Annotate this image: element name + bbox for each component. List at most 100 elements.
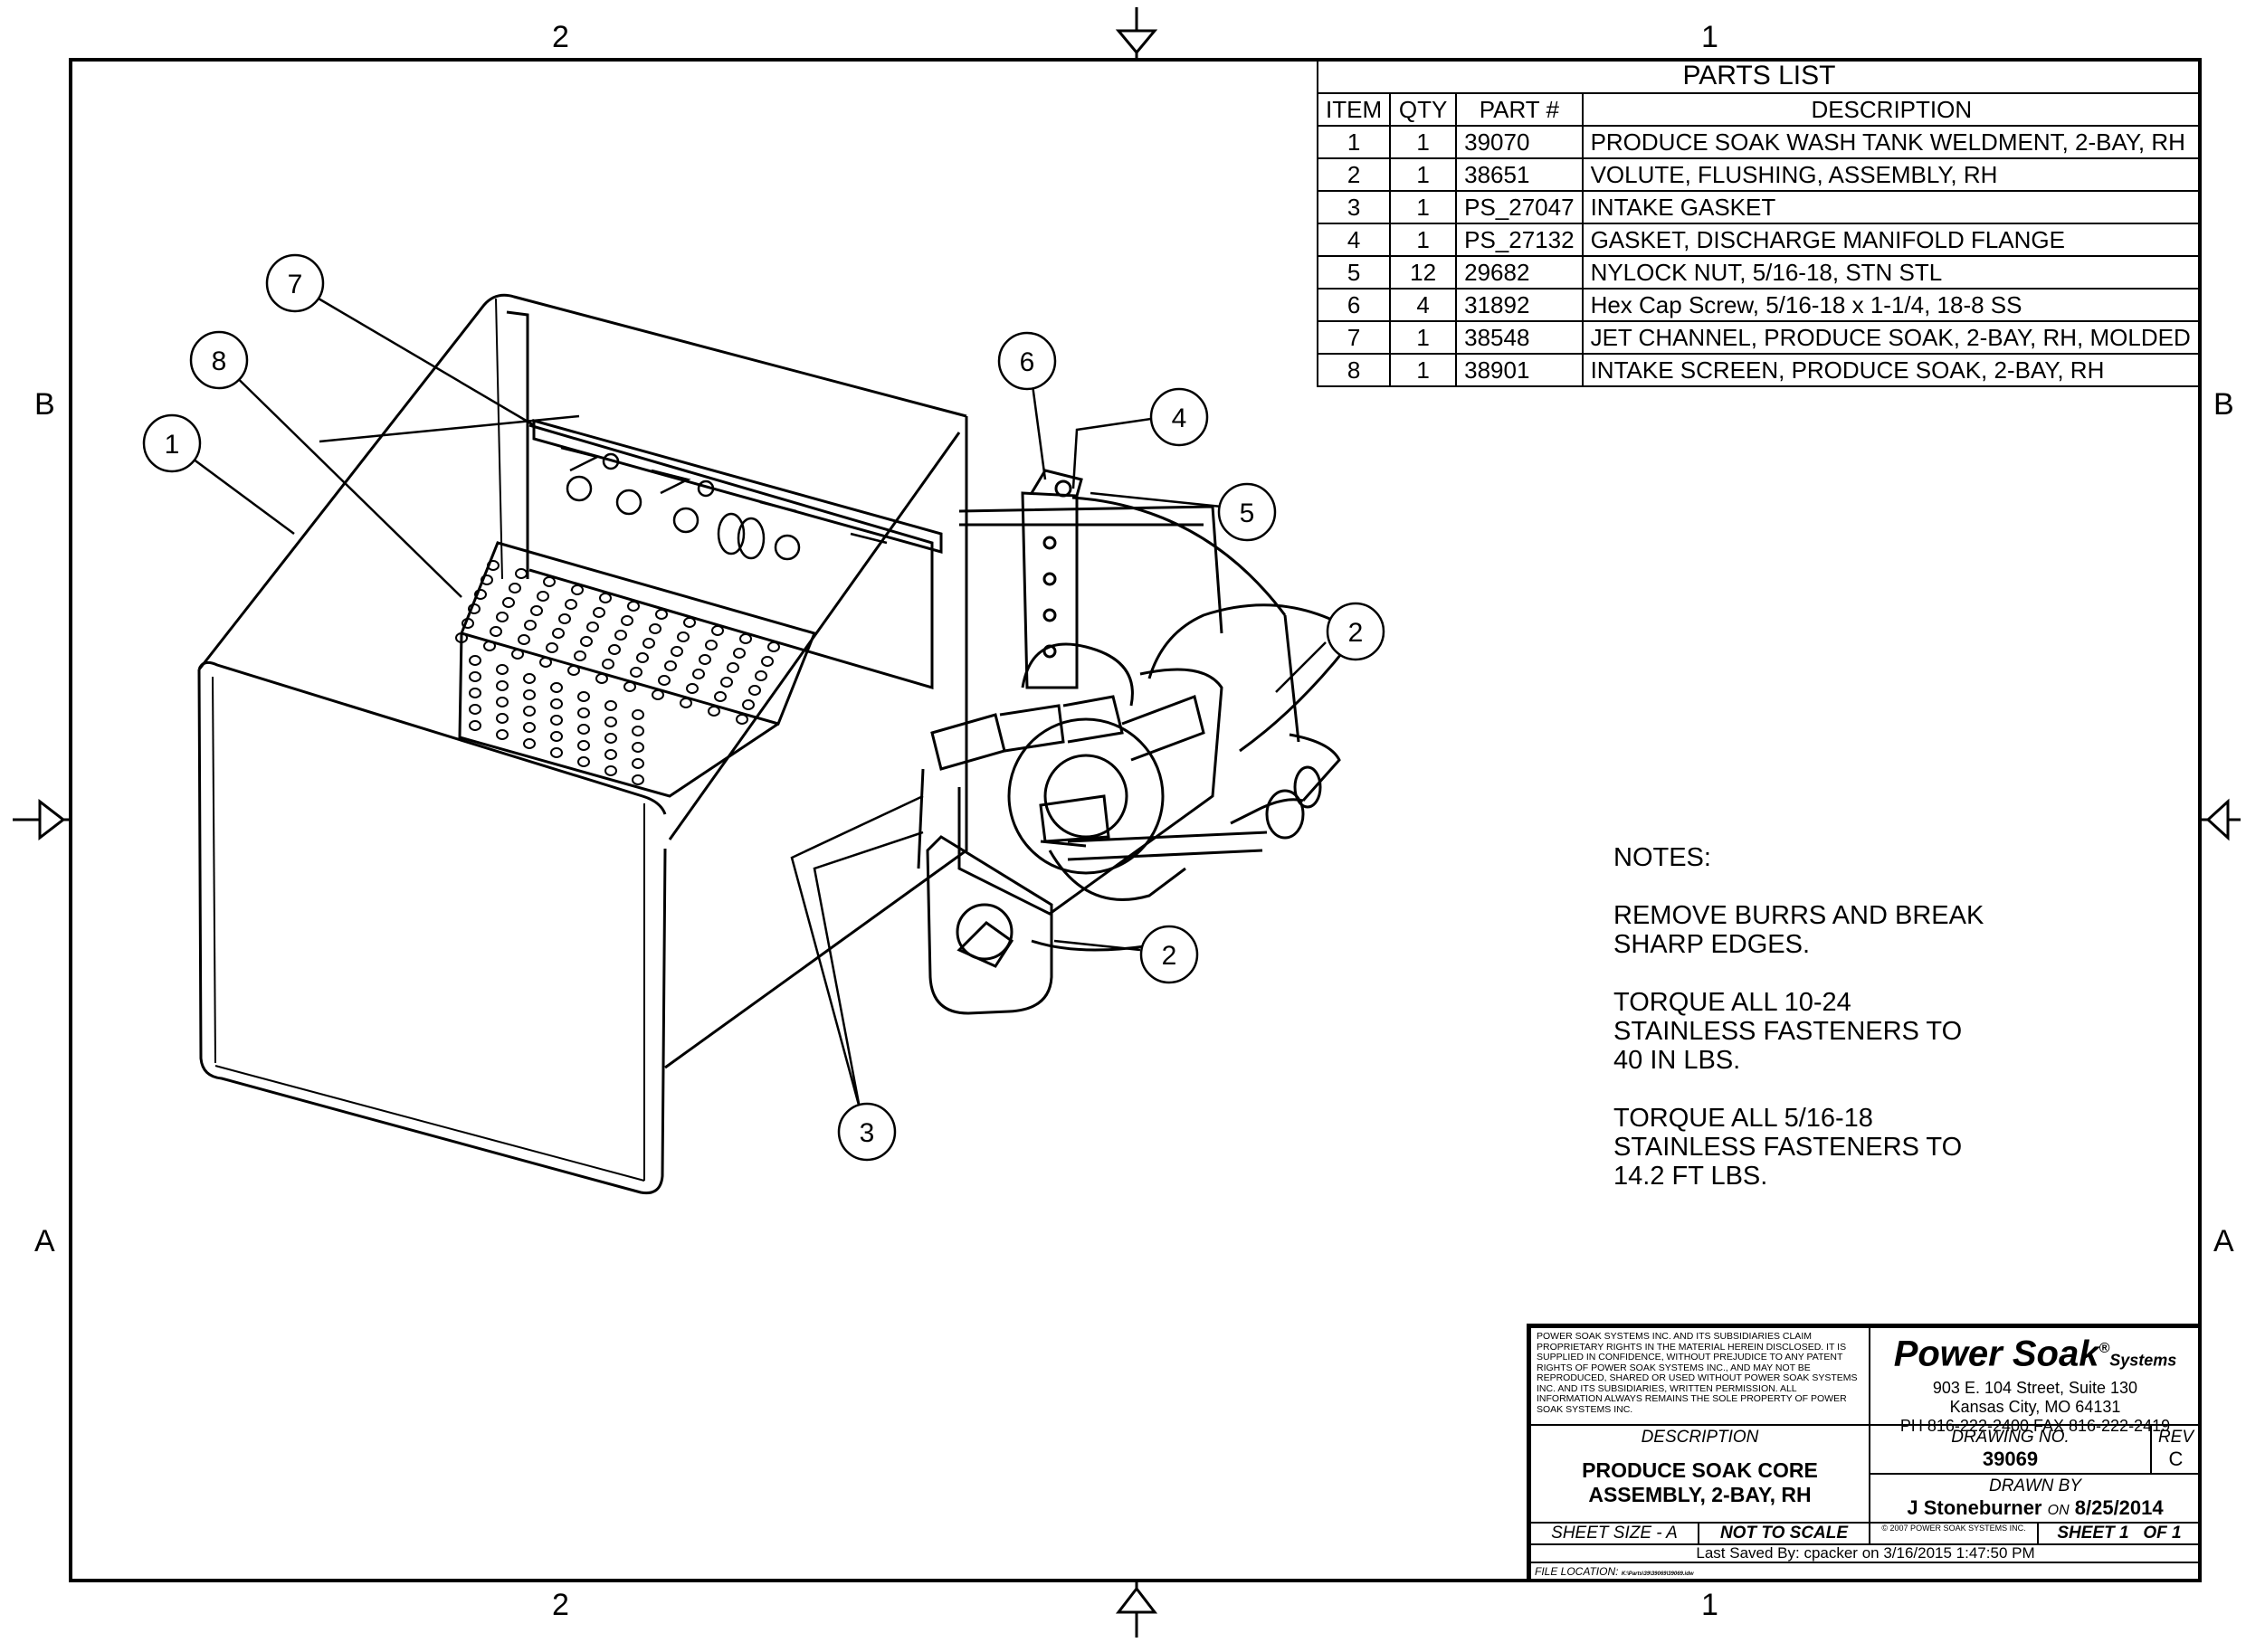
perforation-hole — [518, 634, 530, 645]
perforation-hole — [621, 615, 633, 626]
perforation-hole — [565, 599, 577, 610]
perforation-hole — [630, 667, 642, 678]
item-balloons: 1 2 2 3 4 5 6 7 8 — [142, 253, 1385, 1162]
svg-text:2: 2 — [1348, 618, 1364, 648]
perforation-hole — [462, 618, 474, 629]
perforation-hole — [608, 644, 621, 655]
perforation-hole — [711, 625, 724, 636]
perforation-hole — [469, 720, 481, 731]
perforation-hole — [623, 681, 636, 692]
perforation-hole — [604, 733, 617, 744]
perforation-hole — [550, 731, 563, 742]
cell-item: 5 — [1316, 255, 1392, 290]
drawing-description: PRODUCE SOAK CORE ASSEMBLY, 2-BAY, RH — [1582, 1458, 1818, 1506]
perforation-hole — [705, 640, 718, 650]
perforation-hole — [727, 662, 739, 673]
perforation-hole — [658, 675, 671, 686]
perforation-hole — [496, 697, 509, 707]
perforation-hole — [577, 707, 590, 718]
cell-item: 7 — [1316, 320, 1392, 355]
perforation-hole — [714, 691, 727, 702]
perforation-hole — [604, 765, 617, 776]
file-location-path: K:\Parts\39\39069\39069.idw — [1621, 1571, 1694, 1577]
perforation-hole — [523, 689, 536, 700]
volute-assembly — [917, 469, 1360, 1015]
cell-item: 6 — [1316, 288, 1392, 322]
drawn-by-box: DRAWN BY J Stoneburner ON 8/25/2014 — [1869, 1473, 2202, 1524]
perforation-hole — [683, 617, 696, 628]
svg-text:1: 1 — [165, 430, 180, 460]
center-mark-bottom — [1115, 1582, 1158, 1638]
svg-text:7: 7 — [288, 270, 303, 299]
note-item: REMOVE BURRS AND BREAK SHARP EDGES. — [1613, 901, 1984, 959]
last-saved: Last Saved By: cpacker on 3/16/2015 1:47… — [1529, 1543, 2202, 1563]
svg-text:2: 2 — [1162, 941, 1177, 971]
perforation-hole — [664, 660, 677, 671]
perforation-hole — [537, 591, 549, 602]
cell-part: 39070 — [1455, 125, 1584, 159]
perforation-hole — [742, 699, 755, 710]
perforation-hole — [546, 642, 558, 653]
perforation-hole — [632, 709, 644, 720]
perforation-hole — [496, 680, 509, 691]
on-label: ON — [2047, 1503, 2070, 1518]
revision-label: REV — [2157, 1428, 2194, 1447]
balloon-7: 7 — [265, 253, 325, 313]
note-item: TORQUE ALL 5/16-18 STAINLESS FASTENERS T… — [1613, 1104, 1963, 1191]
perforation-hole — [636, 652, 649, 663]
revision-box: REV C — [2150, 1424, 2202, 1475]
perforation-hole — [604, 749, 617, 760]
note-item: TORQUE ALL 10-24 STAINLESS FASTENERS TO … — [1613, 988, 1963, 1075]
drawing-number: 39069 — [1982, 1448, 2039, 1470]
cell-qty: 12 — [1389, 255, 1458, 290]
leader-lines — [171, 297, 1327, 1109]
cell-qty: 1 — [1389, 353, 1458, 387]
perforation-hole — [627, 601, 640, 612]
perforation-hole — [577, 691, 590, 702]
drawing-number-box: DRAWING NO. 39069 — [1869, 1424, 2152, 1475]
perforation-hole — [543, 576, 556, 587]
title-block: POWER SOAK SYSTEMS INC. AND ITS SUBSIDIA… — [1527, 1324, 2202, 1582]
perforation-hole — [523, 738, 536, 749]
cell-description: Hex Cap Screw, 5/16-18 x 1-1/4, 18-8 SS — [1581, 288, 2203, 322]
perforation-hole — [632, 726, 644, 736]
svg-text:5: 5 — [1240, 498, 1255, 528]
perforation-hole — [604, 717, 617, 727]
perforation-hole — [686, 683, 699, 694]
perforation-hole — [474, 589, 487, 600]
perforation-hole — [487, 560, 500, 571]
perforation-hole — [550, 682, 563, 693]
parts-list-title: PARTS LIST — [1317, 58, 2202, 94]
sheet-size: SHEET SIZE - A — [1529, 1522, 1699, 1545]
perforation-hole — [677, 631, 690, 642]
perforation-hole — [550, 715, 563, 726]
perforation-hole — [604, 700, 617, 711]
perforation-hole — [550, 698, 563, 709]
svg-text:8: 8 — [212, 347, 227, 376]
file-location-label: FILE LOCATION: — [1535, 1565, 1619, 1578]
cell-part: 29682 — [1455, 255, 1584, 290]
perforation-hole — [692, 669, 705, 679]
perforation-hole — [577, 740, 590, 751]
center-mark-right — [2202, 798, 2241, 841]
perforation-hole — [571, 584, 584, 595]
cell-part: 38548 — [1455, 320, 1584, 355]
perforation-hole — [671, 646, 683, 657]
drawing-number-label: DRAWING NO. — [1951, 1428, 2070, 1447]
perforation-hole — [552, 628, 565, 639]
perforation-hole — [708, 706, 720, 717]
header-part: PART # — [1455, 92, 1584, 127]
cell-qty: 1 — [1389, 157, 1458, 192]
perforation-hole — [574, 650, 586, 661]
perforation-hole — [602, 659, 614, 669]
perforation-hole — [632, 758, 644, 769]
cell-part: PS_27132 — [1455, 223, 1584, 257]
perforation-hole — [496, 612, 509, 622]
perforation-hole — [523, 673, 536, 684]
cell-item: 8 — [1316, 353, 1392, 387]
